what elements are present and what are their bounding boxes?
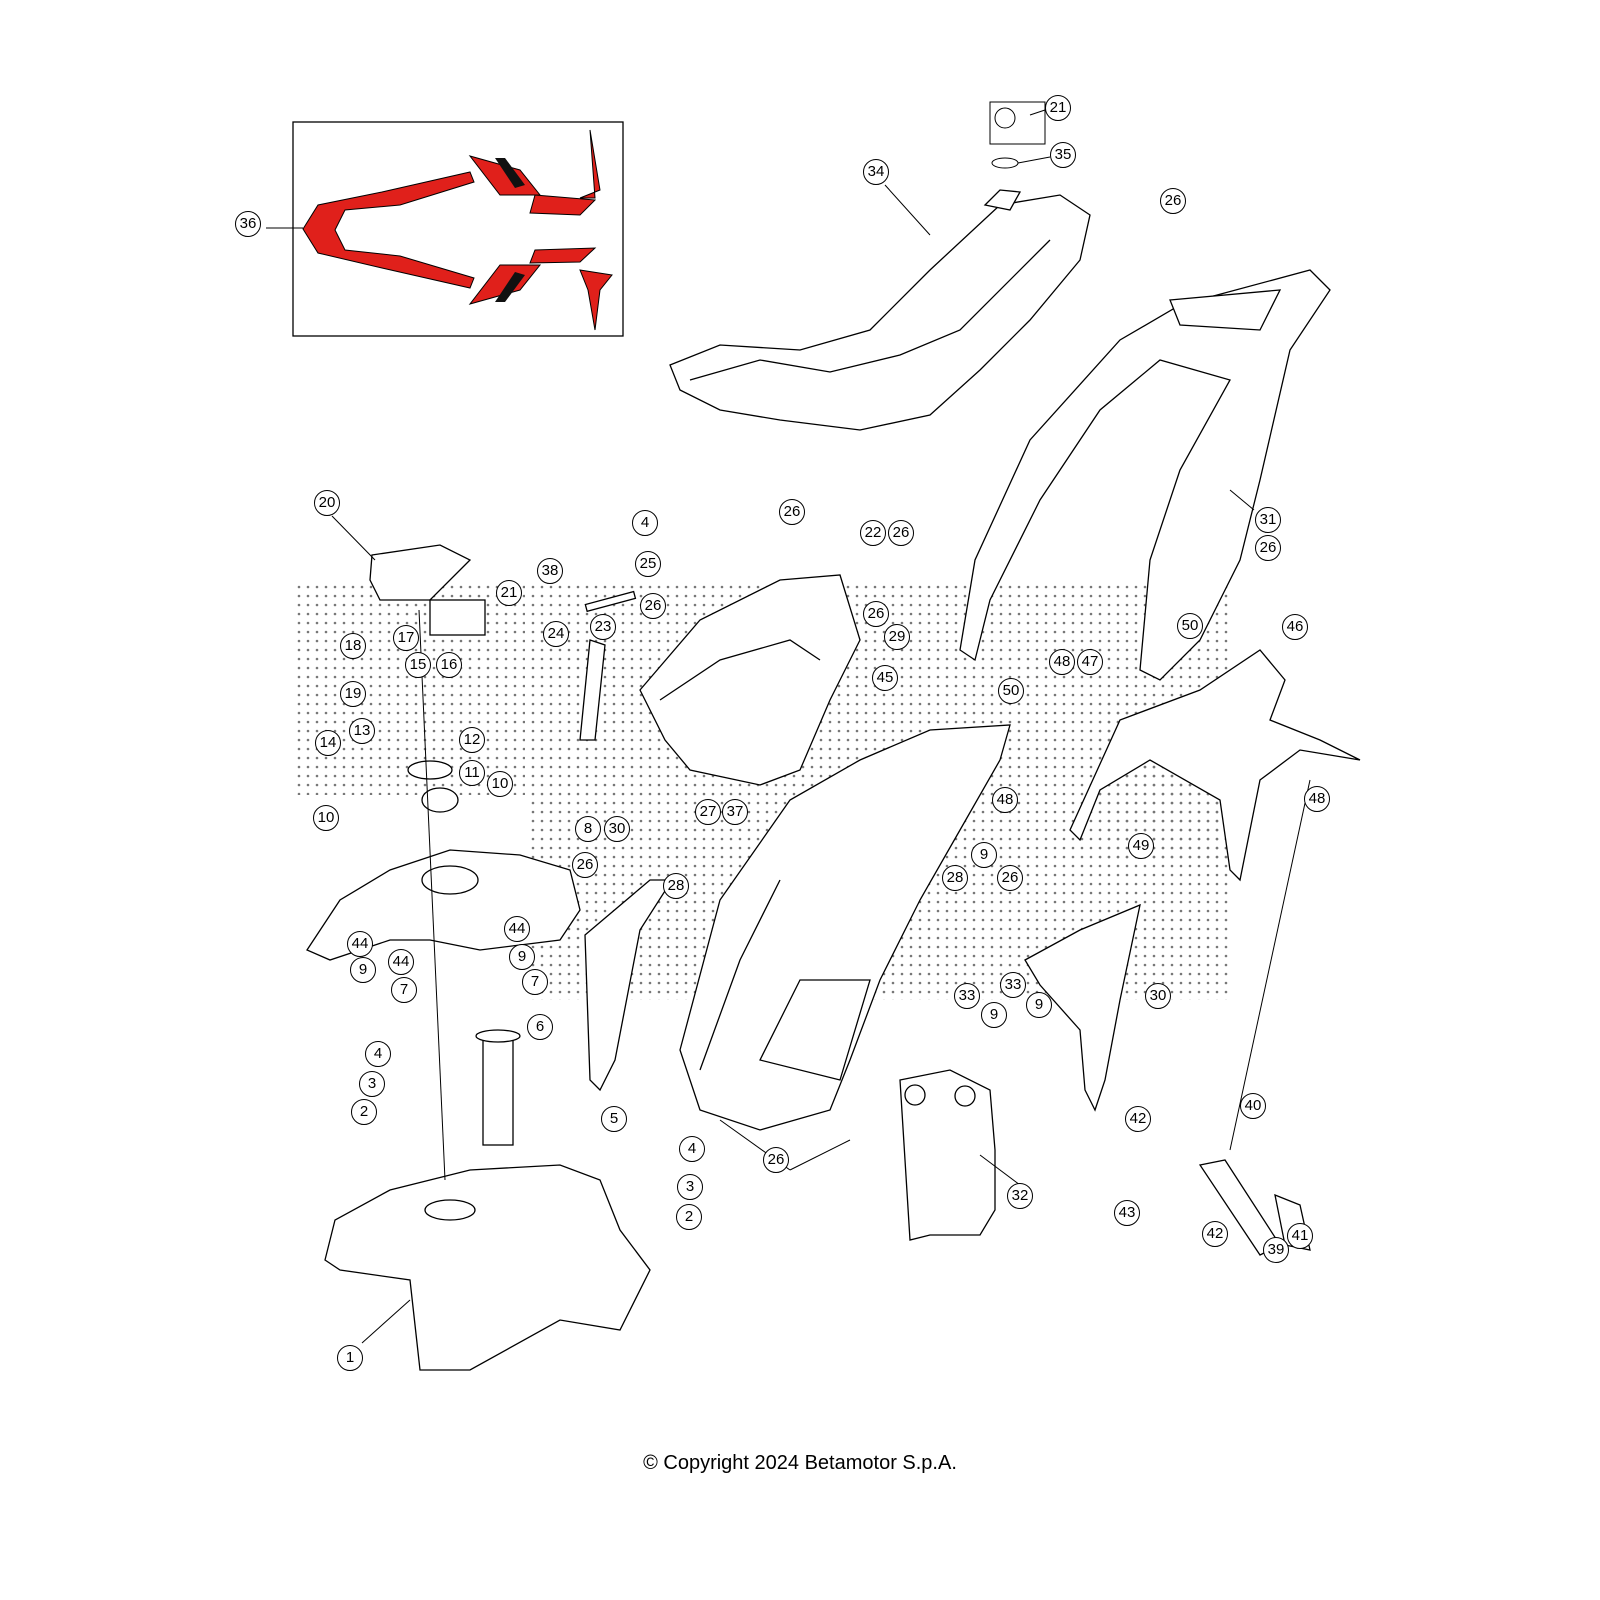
callout-part-10[interactable]: 10 [313, 805, 339, 831]
callout-part-9[interactable]: 9 [971, 842, 997, 868]
callout-part-35[interactable]: 35 [1050, 142, 1076, 168]
callout-part-9[interactable]: 9 [509, 944, 535, 970]
callout-part-48[interactable]: 48 [1049, 649, 1075, 675]
callout-part-26[interactable]: 26 [997, 865, 1023, 891]
callout-part-26[interactable]: 26 [1160, 188, 1186, 214]
callout-part-43[interactable]: 43 [1114, 1200, 1140, 1226]
callout-part-26[interactable]: 26 [863, 601, 889, 627]
callout-part-42[interactable]: 42 [1125, 1106, 1151, 1132]
side-panels[interactable] [584, 649, 1361, 1112]
callout-part-26[interactable]: 26 [779, 499, 805, 525]
callout-part-20[interactable]: 20 [314, 490, 340, 516]
callout-part-19[interactable]: 19 [340, 681, 366, 707]
callout-part-7[interactable]: 7 [522, 969, 548, 995]
fuel-cap-top[interactable] [989, 101, 1046, 169]
callout-part-3[interactable]: 3 [359, 1071, 385, 1097]
callout-part-15[interactable]: 15 [405, 652, 431, 678]
callout-part-21[interactable]: 21 [1045, 95, 1071, 121]
callout-part-22[interactable]: 22 [860, 520, 886, 546]
callout-part-21[interactable]: 21 [496, 580, 522, 606]
callout-part-44[interactable]: 44 [504, 916, 530, 942]
callout-part-46[interactable]: 46 [1282, 614, 1308, 640]
fuel-tank[interactable] [324, 1029, 651, 1371]
callout-part-14[interactable]: 14 [315, 730, 341, 756]
callout-part-47[interactable]: 47 [1077, 649, 1103, 675]
callout-part-23[interactable]: 23 [590, 614, 616, 640]
callout-part-45[interactable]: 45 [872, 665, 898, 691]
callout-part-5[interactable]: 5 [601, 1106, 627, 1132]
callout-part-44[interactable]: 44 [347, 931, 373, 957]
copyright-text: © Copyright 2024 Betamotor S.p.A. [643, 1452, 957, 1474]
decal-kit-box[interactable] [292, 121, 624, 337]
callout-part-38[interactable]: 38 [537, 558, 563, 584]
callout-part-6[interactable]: 6 [527, 1014, 553, 1040]
callout-part-30[interactable]: 30 [604, 816, 630, 842]
callout-part-25[interactable]: 25 [635, 551, 661, 577]
callout-part-18[interactable]: 18 [340, 633, 366, 659]
callout-part-26[interactable]: 26 [572, 852, 598, 878]
callout-part-3[interactable]: 3 [677, 1174, 703, 1200]
callout-part-48[interactable]: 48 [1304, 786, 1330, 812]
callout-part-26[interactable]: 26 [763, 1147, 789, 1173]
callout-part-28[interactable]: 28 [663, 873, 689, 899]
callout-part-27[interactable]: 27 [695, 799, 721, 825]
callout-part-39[interactable]: 39 [1263, 1237, 1289, 1263]
callout-part-31[interactable]: 31 [1255, 507, 1281, 533]
callout-part-37[interactable]: 37 [722, 799, 748, 825]
callout-part-26[interactable]: 26 [888, 520, 914, 546]
leader-lines [266, 109, 1311, 1344]
callout-part-17[interactable]: 17 [393, 625, 419, 651]
callout-part-33[interactable]: 33 [954, 983, 980, 1009]
callout-part-42[interactable]: 42 [1202, 1221, 1228, 1247]
callout-part-49[interactable]: 49 [1128, 833, 1154, 859]
callout-part-50[interactable]: 50 [1177, 613, 1203, 639]
rear-fender[interactable] [679, 724, 1011, 1131]
callout-part-11[interactable]: 11 [459, 760, 485, 786]
callout-part-24[interactable]: 24 [543, 621, 569, 647]
callout-part-9[interactable]: 9 [350, 957, 376, 983]
callout-part-41[interactable]: 41 [1287, 1223, 1313, 1249]
callout-part-28[interactable]: 28 [942, 865, 968, 891]
callout-part-50[interactable]: 50 [998, 678, 1024, 704]
callout-part-9[interactable]: 9 [981, 1002, 1007, 1028]
callout-part-4[interactable]: 4 [365, 1041, 391, 1067]
rear-subframe-box[interactable] [579, 574, 861, 786]
callout-part-8[interactable]: 8 [575, 816, 601, 842]
callout-part-2[interactable]: 2 [676, 1204, 702, 1230]
callout-part-2[interactable]: 2 [351, 1099, 377, 1125]
seat[interactable] [669, 189, 1091, 431]
callout-part-1[interactable]: 1 [337, 1345, 363, 1371]
callout-part-4[interactable]: 4 [679, 1136, 705, 1162]
rear-tail-cover[interactable] [959, 269, 1331, 681]
callout-part-10[interactable]: 10 [487, 771, 513, 797]
callout-part-26[interactable]: 26 [1255, 535, 1281, 561]
callout-part-13[interactable]: 13 [349, 718, 375, 744]
callout-part-7[interactable]: 7 [391, 977, 417, 1003]
callout-part-9[interactable]: 9 [1026, 992, 1052, 1018]
callout-part-33[interactable]: 33 [1000, 972, 1026, 998]
callout-part-29[interactable]: 29 [884, 624, 910, 650]
callout-part-36[interactable]: 36 [235, 211, 261, 237]
callout-part-40[interactable]: 40 [1240, 1093, 1266, 1119]
callout-part-16[interactable]: 16 [436, 652, 462, 678]
callout-part-26[interactable]: 26 [640, 593, 666, 619]
chain-guard[interactable] [899, 1069, 996, 1241]
callout-part-12[interactable]: 12 [459, 727, 485, 753]
callout-part-32[interactable]: 32 [1007, 1183, 1033, 1209]
callout-part-30[interactable]: 30 [1145, 983, 1171, 1009]
callout-part-4[interactable]: 4 [632, 510, 658, 536]
callout-part-34[interactable]: 34 [863, 159, 889, 185]
callout-part-48[interactable]: 48 [992, 787, 1018, 813]
callout-part-44[interactable]: 44 [388, 949, 414, 975]
